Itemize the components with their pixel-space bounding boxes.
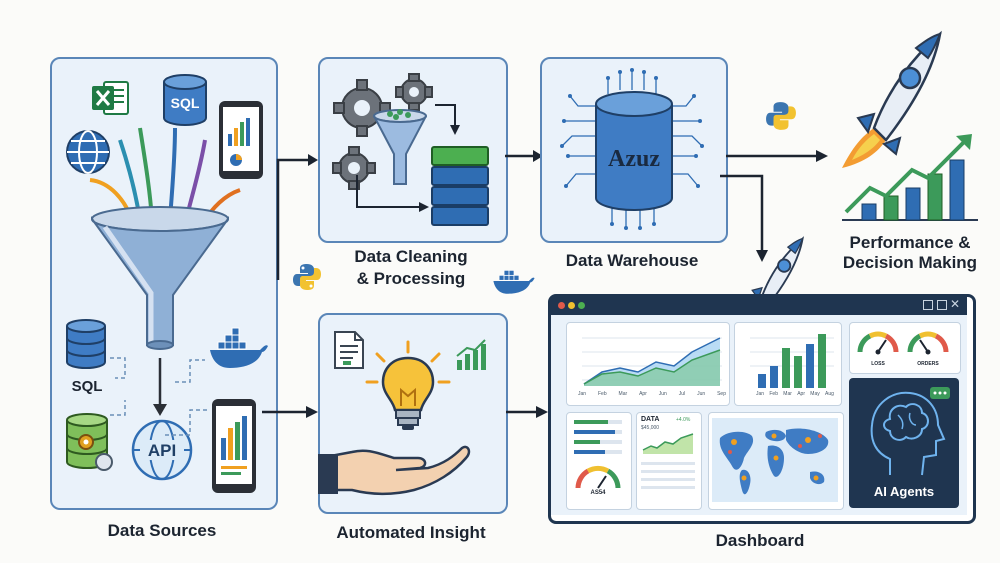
dashboard-label: Dashboard [715,531,805,550]
orders-gauge-label: ORDERS [917,361,939,367]
data-card-change: +4.0% [676,417,691,423]
bar-tick: Feb [769,391,778,397]
data-stack-icon [431,146,489,226]
line-tick: Feb [597,391,607,397]
warehouse-to-performance-arrow [726,150,828,162]
ai-agents-label: AI Agents [873,484,935,499]
growth-chart-icon [842,134,978,221]
progress-bar [574,450,622,454]
loss-gauge [857,331,899,355]
gear-database-icon [66,413,113,471]
performance-label-line2: Decision Making [842,253,978,272]
rocket-icon [842,30,942,168]
tablet-chart-icon [219,101,263,179]
funnel-down-arrow [153,358,167,416]
window-dot-green[interactable] [578,302,585,309]
sql-database-side-icon [66,319,106,369]
warehouse-cylinder-icon: Azuz [595,91,673,211]
ai-agents-card[interactable] [849,378,959,508]
sql-label-top: SQL [171,95,200,111]
list-card [566,412,632,510]
insight-label: Automated Insight [336,523,486,542]
line-tick: Apr [639,391,647,397]
bar-chart [750,334,834,388]
docker-icon [210,327,268,368]
sources-to-cleaning-arrow [276,154,318,280]
warehouse-to-dashboard-arrow [720,174,768,262]
cleaning-to-warehouse-arrow [505,150,543,162]
line-tick: Jan [578,391,587,397]
python-icon [293,264,321,290]
sources-to-insight-arrow [262,406,318,418]
line-tick: Mar [618,391,628,397]
data-card-lines [641,462,695,489]
bar-tick: Mar [783,391,792,397]
open-hand-icon [318,445,471,495]
bar-tick: May [810,391,820,397]
insight-to-dashboard-arrow [506,406,548,418]
sql-database-icon: SQL [163,74,207,126]
small-funnel-icon [373,109,427,185]
document-icon [334,331,364,369]
window-dot-red[interactable] [558,302,565,309]
window-minimize-icon[interactable] [923,300,933,310]
funnel-icon [90,206,230,350]
docker-icon-2 [493,270,535,294]
data-card [636,412,702,510]
data-card-sparkline [642,433,694,454]
window-close-icon[interactable]: ✕ [950,297,961,311]
data-card-value: $45,000 [641,425,660,431]
progress-bar [574,420,622,424]
cleaning-label-line1: Data Cleaning [354,247,468,266]
sql-label-side: SQL [71,378,103,395]
loss-gauge-label: LOSS [871,361,885,367]
bar-tick: Aug [825,391,834,397]
bar-tick: Apr [797,391,805,397]
area-chart [582,337,722,386]
python-icon-2 [766,102,796,130]
warehouse-text: Azuz [608,146,660,172]
mini-bar-chart-icon [456,339,486,370]
tablet-bar-chart-icon [212,399,256,493]
performance-label-line1: Performance & [849,233,971,252]
line-tick: Jun [697,391,706,397]
data-card-title: DATA [641,416,660,423]
window-maximize-icon[interactable] [937,300,947,310]
gauges-card [849,322,961,374]
data-sources-label: Data Sources [107,521,217,540]
ai-brain-head-icon [870,387,950,476]
globe-icon [66,130,110,174]
bar-tick: Jan [756,391,765,397]
dashed-connectors [110,357,210,436]
line-tick: Jun [658,391,667,397]
bar-chart-x-axis: Jan Feb Mar Apr May Aug [756,391,834,397]
lightbulb-icon [365,340,451,430]
orders-gauge [907,331,949,355]
cleaning-flow-arrows [356,104,460,212]
line-tick: Sep [717,391,726,397]
small-gauge [575,465,621,489]
api-globe-icon: API [131,419,193,481]
line-tick: Jul [678,391,686,397]
excel-icon [92,81,129,115]
progress-bar [574,440,622,444]
cleaning-label-line2: & Processing [356,269,466,288]
gears-icon [332,73,433,190]
progress-bar [574,430,622,434]
window-dot-yellow[interactable] [568,302,575,309]
world-map [712,418,838,502]
warehouse-label: Data Warehouse [565,251,699,270]
dashboard-titlebar [551,297,967,315]
api-label: API [148,441,176,460]
small-gauge-label: AS54 [590,490,606,496]
line-chart-x-axis: Jan Feb Mar Apr Jun Jul Jun Sep [578,391,726,397]
